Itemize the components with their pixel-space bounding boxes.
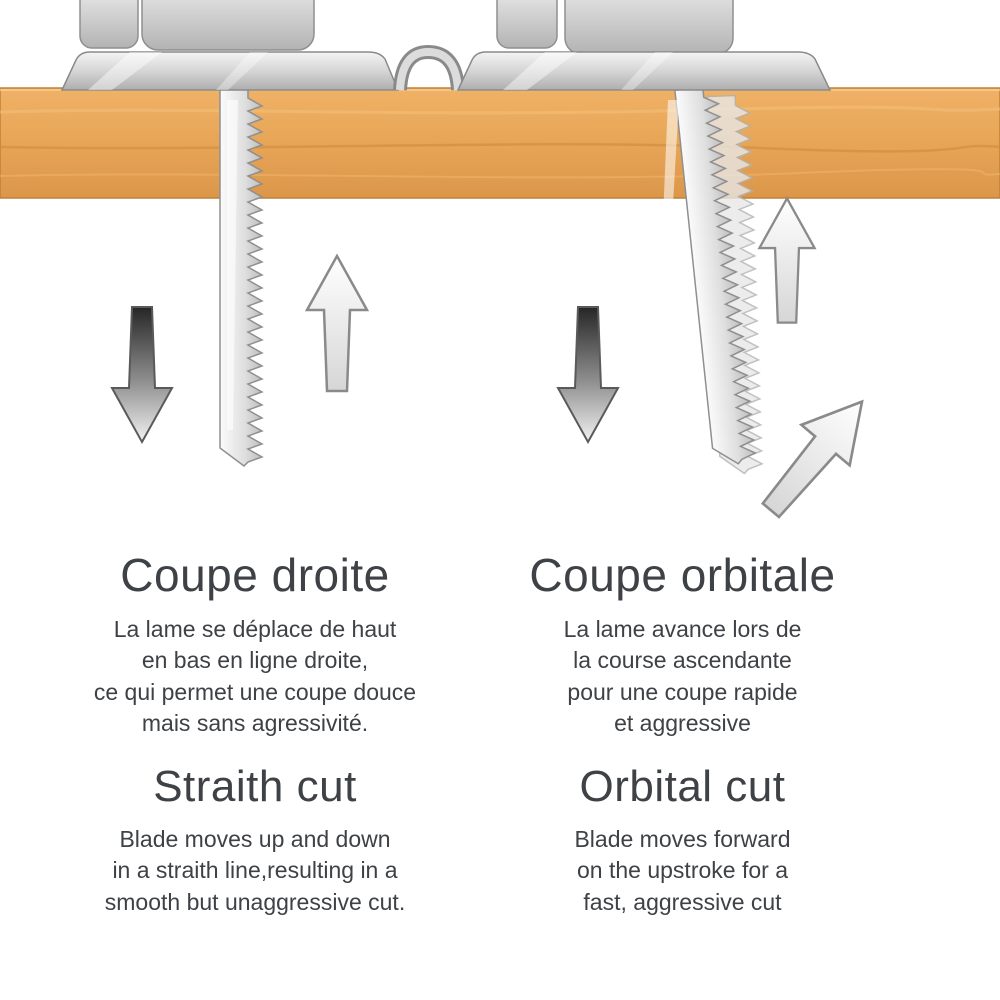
handle-arch xyxy=(393,44,465,91)
orbital-cut-section-en: Orbital cut Blade moves forward on the u… xyxy=(470,762,895,918)
straight-cut-title-en: Straith cut xyxy=(153,762,357,811)
straight-cut-desc-en: Blade moves up and down in a straith lin… xyxy=(104,826,406,915)
jigsaw-left-body xyxy=(141,0,315,51)
down-arrow-left-icon xyxy=(111,306,173,443)
wood-board xyxy=(0,87,1000,199)
jigsaw-right-base-reflection xyxy=(503,52,577,90)
saw-blade-left-highlight xyxy=(227,100,238,430)
jigsaw-cut-diagram xyxy=(0,0,1000,532)
saw-blade-left xyxy=(219,87,263,467)
jigsaw-right-guide xyxy=(496,0,558,49)
saw-blade-right-highlight xyxy=(654,100,679,430)
jigsaw-right xyxy=(456,0,832,91)
wood-grain-line xyxy=(0,105,1000,115)
straight-cut-section-en: Straith cut Blade moves up and down in a… xyxy=(35,762,475,918)
orbital-cut-desc-fr: La lame avance lors de la course ascenda… xyxy=(563,616,802,736)
jigsaw-right-base-reflection xyxy=(621,52,673,90)
up-arrow-right-icon xyxy=(758,197,816,324)
up-arrow-diagonal-icon xyxy=(745,380,888,532)
jigsaw-left xyxy=(60,0,400,91)
jigsaw-left-base-reflection xyxy=(216,52,268,90)
straight-cut-title-fr: Coupe droite xyxy=(120,549,390,601)
up-arrow-left-icon xyxy=(305,254,369,393)
orbital-cut-desc-en: Blade moves forward on the upstroke for … xyxy=(574,826,791,915)
jigsaw-right-base xyxy=(456,51,832,91)
down-arrow-right-icon xyxy=(557,306,619,443)
jigsaw-right-body xyxy=(564,0,734,55)
jigsaw-left-base xyxy=(60,51,400,91)
straight-cut-section-fr: Coupe droite La lame se déplace de haut … xyxy=(35,548,475,739)
orbital-cut-title-en: Orbital cut xyxy=(579,762,786,811)
orbital-cut-title-fr: Coupe orbitale xyxy=(529,549,836,601)
straight-cut-desc-fr: La lame se déplace de haut en bas en lig… xyxy=(93,616,417,736)
orbital-cut-section-fr: Coupe orbitale La lame avance lors de la… xyxy=(470,548,895,739)
jigsaw-left-base-reflection xyxy=(88,52,162,90)
jigsaw-left-guide xyxy=(79,0,139,49)
